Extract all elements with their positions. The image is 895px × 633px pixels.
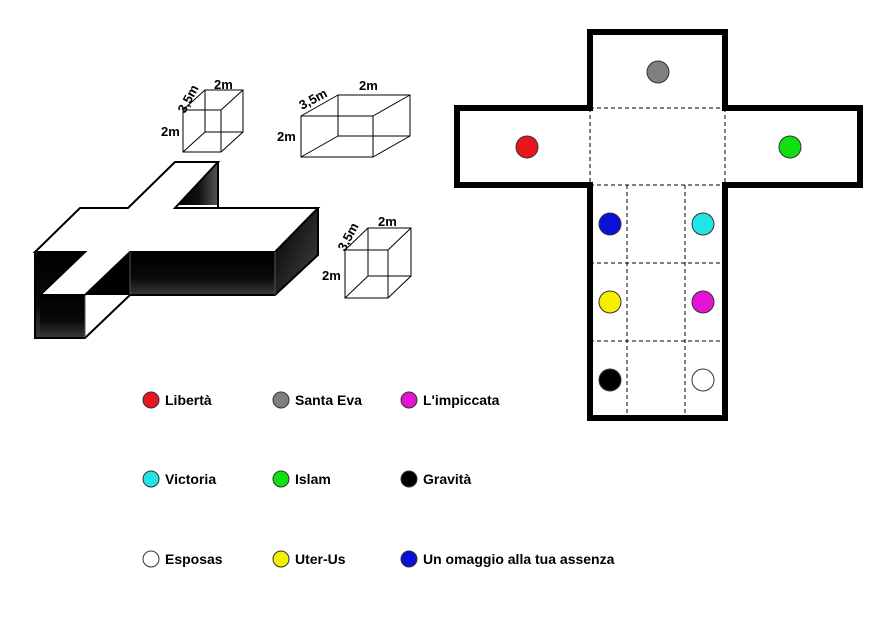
legend-label-santa-eva: Santa Eva — [295, 392, 362, 408]
legend-item-victoria: Victoria — [142, 470, 216, 488]
module-box-small — [182, 89, 244, 153]
legend-swatch-uter-us — [272, 550, 290, 568]
plan-dot-victoria — [691, 212, 715, 236]
box2-depth-label: 3,5m — [296, 85, 329, 112]
legend-item-omaggio: Un omaggio alla tua assenza — [400, 550, 615, 568]
legend-item-gravita: Gravità — [400, 470, 471, 488]
legend-swatch-esposas — [142, 550, 160, 568]
box3-width-label: 2m — [378, 214, 397, 229]
legend-item-liberta: Libertà — [142, 391, 212, 409]
plan-dot-esposas — [691, 368, 715, 392]
legend-swatch-omaggio — [400, 550, 418, 568]
legend-label-gravita: Gravità — [423, 471, 471, 487]
legend-label-esposas: Esposas — [165, 551, 223, 567]
box3-depth-label: 3,5m — [334, 220, 361, 253]
box3-height-label: 2m — [322, 268, 341, 283]
plan-dot-islam — [778, 135, 802, 159]
plan-dot-liberta — [515, 135, 539, 159]
cross-3d-model — [32, 161, 321, 339]
legend-item-esposas: Esposas — [142, 550, 223, 568]
legend-swatch-liberta — [142, 391, 160, 409]
legend-item-impiccata: L'impiccata — [400, 391, 500, 409]
legend-item-uter-us: Uter-Us — [272, 550, 346, 568]
plan-dot-impiccata — [691, 290, 715, 314]
cross-face-front — [130, 252, 275, 295]
legend-item-santa-eva: Santa Eva — [272, 391, 362, 409]
plan-dot-santa-eva — [646, 60, 670, 84]
box2-width-label: 2m — [359, 78, 378, 93]
module-box-long — [300, 94, 411, 158]
plan-dot-uter-us — [598, 290, 622, 314]
cross-face-bottom — [40, 295, 85, 338]
floor-plan — [454, 29, 863, 421]
box1-width-label: 2m — [214, 77, 233, 92]
legend-swatch-victoria — [142, 470, 160, 488]
legend-item-islam: Islam — [272, 470, 331, 488]
box2-height-label: 2m — [277, 129, 296, 144]
floor-plan-grid — [589, 107, 726, 418]
legend-label-liberta: Libertà — [165, 392, 212, 408]
plan-dot-gravita — [598, 368, 622, 392]
legend-swatch-gravita — [400, 470, 418, 488]
legend-swatch-islam — [272, 470, 290, 488]
legend-label-impiccata: L'impiccata — [423, 392, 500, 408]
module-box-third — [344, 227, 412, 299]
legend-swatch-santa-eva — [272, 391, 290, 409]
box1-height-label: 2m — [161, 124, 180, 139]
legend-label-victoria: Victoria — [165, 471, 216, 487]
legend-label-uter-us: Uter-Us — [295, 551, 346, 567]
legend-label-omaggio: Un omaggio alla tua assenza — [423, 551, 615, 567]
plan-dot-omaggio — [598, 212, 622, 236]
floor-plan-dots — [515, 60, 802, 392]
legend-label-islam: Islam — [295, 471, 331, 487]
floor-plan-outline — [454, 29, 863, 421]
legend-swatch-impiccata — [400, 391, 418, 409]
